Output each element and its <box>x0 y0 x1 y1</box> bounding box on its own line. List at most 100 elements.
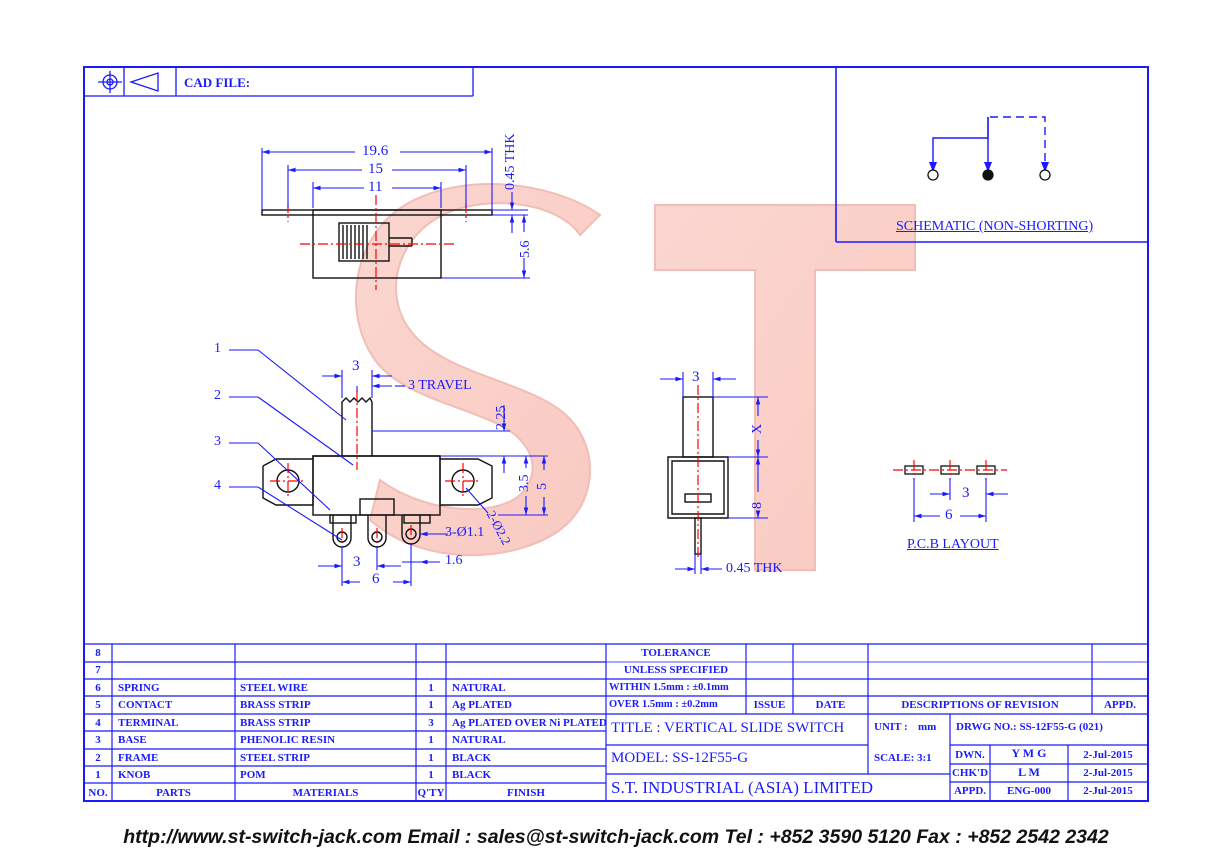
sheet-border <box>83 66 1149 802</box>
cad-header <box>84 67 474 97</box>
row-3-material: PHENOLIC RESIN <box>240 734 336 746</box>
company-name: S.T. INDUSTRIAL (ASIA) LIMITED <box>611 778 874 797</box>
schematic-label: SCHEMATIC (NON-SHORTING) <box>896 219 1094 234</box>
dim-holes: 3-Ø1.1 <box>445 525 485 540</box>
dim-5: 5 <box>535 483 550 490</box>
dim-travel: 3 TRAVEL <box>408 378 472 393</box>
front-view-dims <box>229 349 548 586</box>
appd-date: 2-Jul-2015 <box>1083 785 1133 797</box>
dim-inner: 11 <box>368 179 383 195</box>
scale-value: 3:1 <box>917 752 932 764</box>
dim-pitch-pcb: 3 <box>962 485 970 501</box>
appd-value: ENG-000 <box>1007 785 1051 797</box>
drawing-number: DRWG NO.: SS-12F55-G (021) <box>956 721 1103 733</box>
cad-file-label: CAD FILE: <box>184 75 251 90</box>
tolerance-unless: UNLESS SPECIFIED <box>623 664 729 676</box>
row-5-part: CONTACT <box>118 699 173 711</box>
pcb-centerlines <box>893 460 1007 480</box>
row-4-material: BRASS STRIP <box>240 717 311 729</box>
schematic-terminals <box>927 169 1051 181</box>
revision-desc: DESCRIPTIONS OF REVISION <box>901 699 1059 711</box>
dim-pitch-front: 3 <box>353 554 361 570</box>
header-part: PARTS <box>156 787 191 799</box>
top-view-dims <box>261 148 530 279</box>
row-5-material: BRASS STRIP <box>240 699 311 711</box>
row-3-finish: NATURAL <box>452 734 506 746</box>
callout-4: 4 <box>214 478 221 493</box>
dwn-date: 2-Jul-2015 <box>1083 749 1133 761</box>
row-5-no: 5 <box>95 699 101 711</box>
row-6-no: 6 <box>95 682 101 694</box>
dim-overall: 19.6 <box>362 143 389 159</box>
row-2-no: 2 <box>95 752 101 764</box>
dim-height: 5.6 <box>518 240 533 259</box>
chk-value: L M <box>1018 765 1040 779</box>
header-qty: Q'TY <box>417 787 445 799</box>
row-4-qty: 3 <box>428 717 434 729</box>
dim-pin: 1.6 <box>445 553 463 568</box>
dim-body: 15 <box>368 161 383 177</box>
row-2-finish: BLACK <box>452 752 492 764</box>
front-view-centerlines <box>270 390 481 548</box>
chk-date: 2-Jul-2015 <box>1083 767 1133 779</box>
header-material: MATERIALS <box>292 787 359 799</box>
side-view-dims <box>660 372 768 574</box>
row-6-part: SPRING <box>118 682 160 694</box>
contact-footer: http://www.st-switch-jack.com Email : sa… <box>123 826 1109 848</box>
unit-value: mm <box>918 721 937 733</box>
row-3-part: BASE <box>118 734 147 746</box>
row-1-no: 1 <box>95 769 101 781</box>
dim-span-pcb: 6 <box>945 507 953 523</box>
revision-appd: APPD. <box>1103 699 1137 711</box>
callout-2: 2 <box>214 388 221 403</box>
row-1-part: KNOB <box>118 769 151 781</box>
row-4-part: TERMINAL <box>118 717 179 729</box>
dim-span-front: 6 <box>372 571 380 587</box>
row-2-qty: 1 <box>428 752 434 764</box>
row-2-part: FRAME <box>118 752 159 764</box>
row-1-finish: BLACK <box>452 769 492 781</box>
row-3-no: 3 <box>95 734 101 746</box>
schematic-box <box>835 67 1148 243</box>
watermark-logo <box>354 183 916 571</box>
dwn-value: Y M G <box>1011 746 1047 760</box>
pcb-dims <box>913 478 1008 522</box>
dim-knob-side: 3 <box>692 369 700 385</box>
dim-x: X <box>750 423 765 434</box>
row-7-no: 7 <box>95 664 101 676</box>
row-4-no: 4 <box>95 717 101 729</box>
dim-3-5: 3.5 <box>517 474 532 493</box>
dim-2-25: 2.25 <box>494 405 509 431</box>
dwn-label: DWN. <box>955 749 985 761</box>
header-no: NO. <box>88 787 108 799</box>
unit-label: UNIT : <box>874 721 908 733</box>
drawing-title: TITLE : VERTICAL SLIDE SWITCH <box>611 720 845 736</box>
tolerance-within: WITHIN 1.5mm : ±0.1mm <box>609 682 729 693</box>
header-finish: FINISH <box>507 787 545 799</box>
tolerance-title: TOLERANCE <box>641 647 711 659</box>
table-grid <box>84 643 1148 801</box>
row-8-no: 8 <box>95 647 101 659</box>
row-3-qty: 1 <box>428 734 434 746</box>
chk-label: CHK'D <box>951 767 989 779</box>
dim-knob-front: 3 <box>352 358 360 374</box>
row-6-qty: 1 <box>428 682 434 694</box>
tolerance-over: OVER 1.5mm : ±0.2mm <box>609 699 718 710</box>
dim-thk-top: 0.45 THK <box>503 133 518 190</box>
callout-1: 1 <box>214 341 221 356</box>
pcb-label: P.C.B LAYOUT <box>907 537 999 552</box>
dim-8: 8 <box>750 502 765 509</box>
top-view <box>261 209 493 279</box>
appd-label: APPD. <box>953 785 987 797</box>
scale-label: SCALE: <box>874 752 915 764</box>
revision-issue: ISSUE <box>753 699 786 711</box>
row-1-material: POM <box>240 769 266 781</box>
row-2-material: STEEL STRIP <box>240 752 311 764</box>
model-number: MODEL: SS-12F55-G <box>611 750 749 766</box>
row-6-material: STEEL WIRE <box>240 682 308 694</box>
revision-date: DATE <box>815 699 846 711</box>
row-4-finish: Ag PLATED OVER Ni PLATED <box>452 717 607 729</box>
row-6-finish: NATURAL <box>452 682 506 694</box>
